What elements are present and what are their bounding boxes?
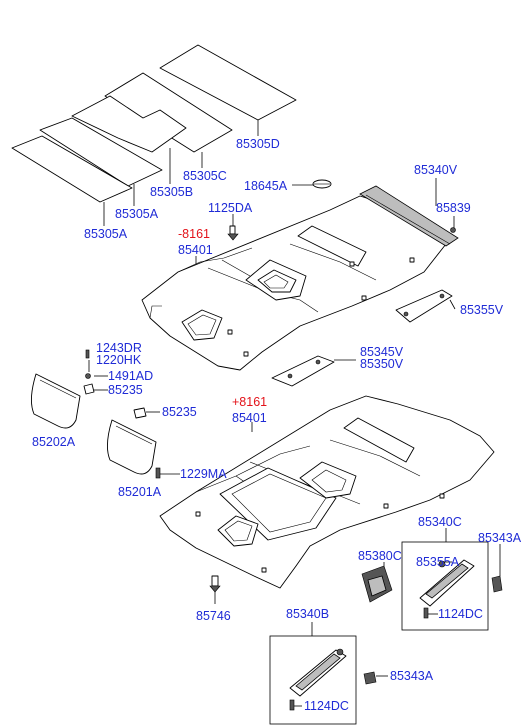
part-labels: 85305D 85305C 85305B 85305A 85305A 18645…	[32, 137, 522, 713]
label-85345V: 85345V	[360, 345, 404, 359]
label-1220HK: 1220HK	[96, 353, 142, 367]
clip-85343A-right	[491, 575, 503, 593]
clip-85343A-lower	[363, 671, 377, 685]
pad-85305A-upper	[39, 117, 163, 187]
label-85235-upper: 85235	[108, 383, 143, 397]
label-85340C: 85340C	[418, 515, 462, 529]
label-minus-8161: -8161	[178, 227, 210, 241]
pad-85305A-lower	[11, 135, 133, 203]
label-1491AD: 1491AD	[108, 369, 153, 383]
screw-85746	[209, 575, 221, 593]
label-85340V: 85340V	[414, 163, 458, 177]
label-1124DC-box: 1124DC	[438, 607, 483, 621]
label-85305C: 85305C	[183, 169, 227, 183]
label-85305B: 85305B	[150, 185, 193, 199]
leader-lines	[88, 120, 501, 707]
label-85401-lower: 85401	[232, 411, 267, 425]
label-85839: 85839	[436, 201, 471, 215]
bracket-85345V	[271, 355, 335, 387]
label-85235-lower: 85235	[162, 405, 197, 419]
handle-85380C	[361, 565, 393, 603]
label-85355V: 85355V	[460, 303, 504, 317]
label-85746: 85746	[196, 609, 231, 623]
label-1125DA: 1125DA	[208, 201, 253, 215]
label-1124DC-lower: 1124DC	[304, 699, 349, 713]
headliner-upper	[141, 195, 447, 371]
label-85305A-upper: 85305A	[115, 207, 159, 221]
screw-1243DR	[85, 349, 90, 359]
label-85202A: 85202A	[32, 435, 76, 449]
clip-85839	[450, 227, 456, 233]
label-85340B: 85340B	[286, 607, 329, 621]
roof-rail-85340V	[359, 185, 459, 247]
assembly-box-85340C	[401, 541, 489, 631]
assembly-box-85340B	[269, 635, 357, 725]
label-85201A: 85201A	[118, 485, 162, 499]
label-85305D: 85305D	[236, 137, 280, 151]
label-85350V: 85350V	[360, 357, 404, 371]
label-85380C: 85380C	[358, 549, 402, 563]
bulb-18645A	[312, 179, 332, 189]
sunvisor-85202A	[31, 349, 95, 429]
bracket-85355V	[395, 289, 453, 323]
screw-1125DA	[227, 225, 239, 241]
label-85343A-lower: 85343A	[390, 669, 434, 683]
label-1243DR: 1243DR	[96, 341, 142, 355]
label-85343A-right: 85343A	[478, 531, 522, 545]
pad-85305B	[71, 95, 187, 153]
headliner-lower	[159, 395, 495, 589]
screw-1229MA	[155, 467, 161, 479]
insulation-pads	[11, 44, 297, 203]
screw-1491AD	[85, 373, 91, 379]
label-85305A-lower: 85305A	[84, 227, 128, 241]
pad-85305D	[159, 44, 297, 121]
sunvisor-85201A	[107, 407, 161, 479]
label-plus-8161: +8161	[232, 395, 267, 409]
label-18645A: 18645A	[244, 179, 288, 193]
label-85355A: 85355A	[416, 555, 460, 569]
label-1229MA: 1229MA	[180, 467, 227, 481]
label-85401-upper: 85401	[178, 243, 213, 257]
